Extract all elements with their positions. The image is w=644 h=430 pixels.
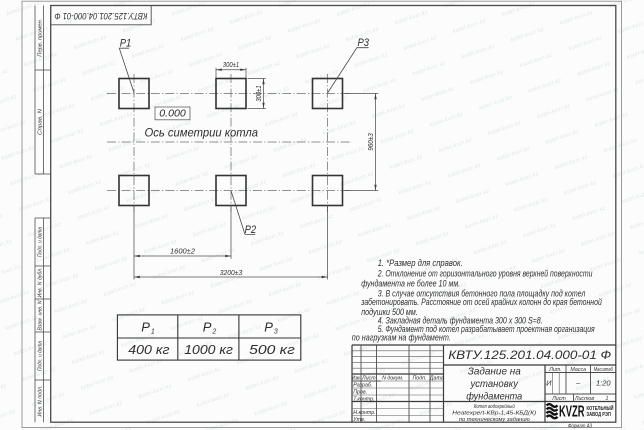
center-lines — [107, 74, 352, 212]
extension-lines — [133, 67, 379, 280]
dim-col-spacing: 1600±2 — [170, 249, 195, 256]
sheets-label: Листов — [574, 396, 595, 402]
note-line-7: 4. Закладная деталь фундамента 300 х 300… — [378, 315, 543, 325]
note-line-8: 5. Фундамент под котел разрабатывает про… — [378, 324, 595, 334]
sign-row-utv: Утв. — [353, 417, 365, 423]
sign-row-razrab: Разраб. — [353, 383, 372, 389]
plate-top-middle — [215, 77, 247, 110]
company-name-line-2: ЗАВОД РЭП — [587, 412, 612, 418]
mass-value: – — [575, 379, 581, 388]
margin-strip — [34, 5, 51, 423]
margin-label-sprav-n: Справ. N — [37, 109, 43, 135]
leader-p2 — [230, 190, 256, 235]
title-line-3: фундамента — [466, 390, 522, 402]
logo-icon — [545, 402, 559, 420]
company-logo: KVZR КОТЕЛЬНЫЙ ЗАВОД РЭП — [545, 402, 614, 421]
leader-p3 — [327, 47, 369, 93]
note-line-1: 1. *Размер для справок. — [378, 258, 463, 268]
rev-col-list: Лист — [361, 375, 376, 381]
loads-header-p3: Р3 — [264, 320, 278, 336]
company-name-line-1: КОТЕЛЬНЫЙ — [587, 404, 614, 412]
sign-row-prov: Пров. — [353, 390, 367, 396]
loads-header-p3-base: Р — [264, 320, 273, 335]
note-line-6: подушки 500 мм. — [361, 307, 418, 317]
margin-label-perv-primen: Перв. примен. — [37, 19, 43, 57]
scale-value: 1:20 — [596, 379, 611, 388]
loads-header-p3-sub: 3 — [274, 329, 278, 336]
loads-value-p3: 500 кг — [249, 342, 295, 357]
margin-label-podp-data-1: Подп. и дата — [37, 227, 43, 257]
dim-plate-width: 300±1 — [223, 62, 239, 69]
note-line-3: фундамента не более 10 мм. — [361, 279, 460, 289]
scale-label: Масштаб — [594, 367, 614, 373]
title-block-texts: Изм. Лист N докум. Подп. Дата Разраб. Пр… — [352, 350, 613, 423]
rev-col-izm: Изм. — [352, 375, 360, 381]
loads-table: Р1 Р2 Р3 400 кг 1000 кг 500 кг — [116, 314, 302, 361]
loads-header-p2-base: Р — [203, 320, 212, 335]
subtitle-line-3: по техническому заданию — [459, 417, 531, 423]
title-line-1: Задание на — [468, 366, 521, 378]
subtitle-line-1: Котел водогрейный — [474, 403, 516, 410]
rev-col-data: Дата — [429, 375, 444, 381]
loads-header-p1-base: Р — [141, 320, 150, 335]
sign-row-tkontr: Т.контр. — [353, 396, 374, 402]
title-block-thin-lines — [352, 350, 560, 416]
logo-text: KVZR — [559, 404, 585, 421]
title-doc-number: КВТУ.125.201.04.000-01 Ф — [448, 350, 611, 362]
level-mark-value: 0.000 — [159, 109, 186, 120]
title-block-thick-lines — [351, 344, 616, 423]
top-doc-number: КВТУ.125.201.04.000-01 Ф — [55, 11, 148, 21]
loads-header-p2: Р2 — [203, 320, 217, 336]
foundation-plan: Р1 Р2 Р3 300±1 300±1 960±3 1600±2 3200±3… — [107, 37, 379, 280]
inner-frame — [50, 4, 617, 423]
axis-of-symmetry-label: Ось симетрии котла — [145, 126, 259, 140]
note-line-2: 2. Отклонение от горизонтального уровня … — [377, 269, 592, 279]
leader-lines — [118, 47, 369, 235]
loads-header-p2-sub: 2 — [211, 329, 216, 336]
title-line-2: установку — [470, 378, 519, 390]
rev-col-ndokum: N докум. — [382, 375, 403, 381]
note-line-9: по нагрузкам на фундамент. — [352, 332, 451, 342]
label-p1: Р1 — [120, 37, 132, 49]
dimension-arrows — [134, 68, 377, 279]
notes-block: 1. *Размер для справок. 2. Отклонение от… — [352, 258, 602, 342]
sheet-label: Лист — [551, 396, 566, 402]
loads-value-p1: 400 кг — [128, 342, 170, 357]
foundation-plates — [118, 77, 344, 207]
title-block: Изм. Лист N докум. Подп. Дата Разраб. Пр… — [351, 344, 616, 423]
margin-label-vzam-inv: Взам. инв. N — [37, 300, 43, 330]
note-line-5: забетонировать. Расстояние от осей крайн… — [360, 297, 601, 307]
top-doc-box: КВТУ.125.201.04.000-01 Ф — [50, 5, 152, 26]
drawing-texts: Р1 Р2 Р3 300±1 300±1 960±3 1600±2 3200±3… — [120, 37, 375, 277]
sign-row-nkontr: Н.контр. — [353, 410, 375, 416]
sheets-value: 1 — [606, 396, 609, 402]
lit-value: И — [546, 379, 552, 388]
lit-label: Лит. — [548, 367, 561, 373]
rev-col-podp: Подп. — [412, 375, 426, 381]
subtitle-line-2: Heatexpert-КВр-1,45-КБД(К) — [452, 410, 536, 416]
note-line-4: 3. В случае отсутствия бетонного пола пл… — [378, 288, 586, 298]
margin-label-inv-dubl: Инв. N дубл. — [37, 268, 43, 298]
margin-labels: Перв. примен. Справ. N Подп. и дата Инв.… — [37, 19, 43, 417]
label-p2: Р2 — [245, 224, 257, 236]
dim-total-length: 3200±3 — [220, 270, 243, 277]
margin-label-inv-podl: Инв. N подл. — [37, 386, 43, 417]
level-mark-box — [154, 106, 191, 121]
leader-p1 — [118, 47, 135, 93]
plate-p1 — [118, 77, 150, 110]
loads-value-p2: 1000 кг — [184, 342, 233, 357]
margin-label-podp-data-2: Подп. и дата — [37, 341, 43, 371]
mass-label: Масса — [570, 367, 586, 373]
plate-p3 — [311, 77, 344, 110]
dim-row-spacing: 960±3 — [368, 133, 375, 151]
dim-plate-height: 300±1 — [256, 85, 263, 101]
loads-header-p1-sub: 1 — [151, 329, 155, 336]
sheet-borders — [21, 0, 622, 428]
format-label: Формат А3 — [568, 423, 593, 429]
label-p3: Р3 — [358, 37, 370, 49]
outer-border — [21, 0, 622, 428]
loads-header-p1: Р1 — [141, 320, 155, 336]
